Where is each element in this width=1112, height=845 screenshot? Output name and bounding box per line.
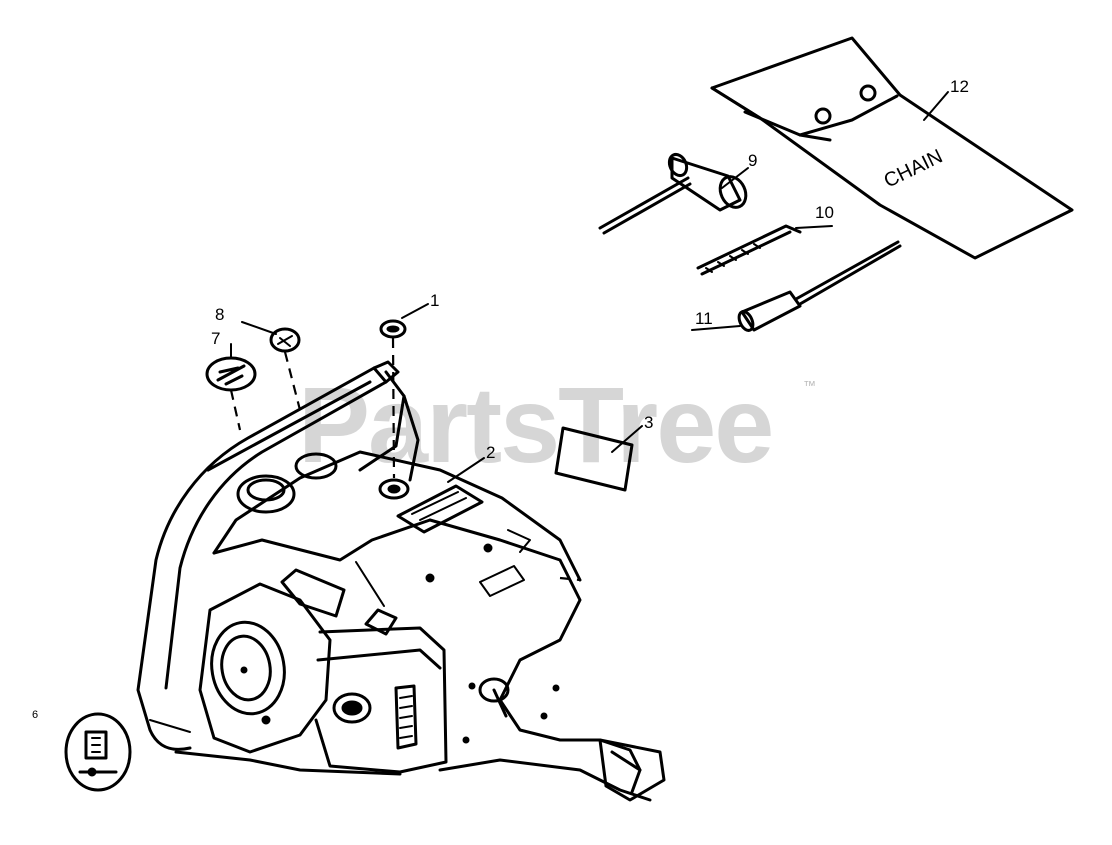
callout-11: 11 [695,309,713,328]
watermark: PartsTree ™ [298,364,816,485]
callout-3: 3 [644,413,653,432]
watermark-trademark: ™ [803,378,816,393]
saw-body[interactable] [136,360,666,802]
watermark-text: PartsTree [298,364,772,485]
tool-pouch-part-12[interactable]: CHAIN [710,36,1074,260]
scrench-part-9[interactable] [598,152,751,235]
emblem-part-7[interactable] [205,356,257,392]
tool-pouch-text: CHAIN [881,145,947,192]
callout-2: 2 [486,443,495,462]
callout-10: 10 [815,203,834,222]
decal-part-3[interactable] [554,426,634,492]
label-part-6[interactable] [64,712,132,792]
callout-12: 12 [950,77,969,96]
callout-6: 6 [32,709,38,721]
assembly-lines [229,337,581,582]
callout-9: 9 [748,151,757,170]
screwdriver-part-11[interactable] [736,240,902,333]
callout-7: 7 [211,329,220,348]
leader-lines [230,91,949,483]
nut-part-1[interactable] [379,319,407,339]
decal-part-8[interactable] [269,327,301,353]
callout-1: 1 [430,291,439,310]
callout-labels: 1 2 3 6 7 8 9 10 11 12 [32,77,969,721]
hex-key-part-10[interactable] [696,224,802,276]
callout-8: 8 [215,305,224,324]
